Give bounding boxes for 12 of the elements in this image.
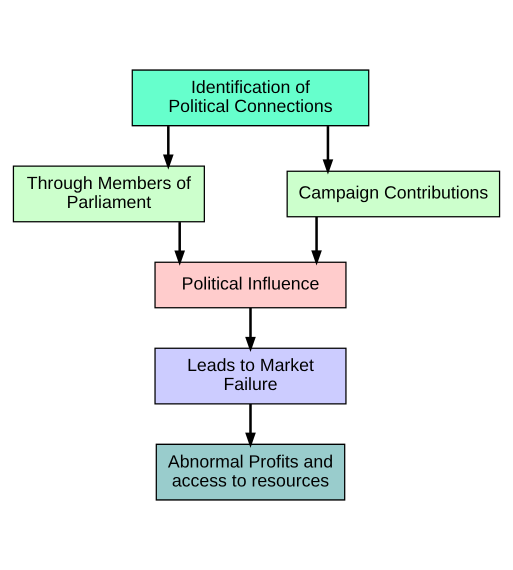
node-box: Campaign Contributions [286,170,500,218]
node-box: Leads to Market Failure [154,348,347,404]
arrow [245,308,256,352]
arrow [162,126,174,170]
node-box: Through Members of Parliament [12,166,205,222]
arrow [322,126,334,175]
arrow [311,216,322,266]
node-box: Abnormal Profits and access to resources [156,444,346,501]
node-box: Identification of Political Connections [132,69,370,126]
arrow [245,404,256,448]
arrow [174,222,186,266]
node-box: Political Influence [154,262,347,308]
